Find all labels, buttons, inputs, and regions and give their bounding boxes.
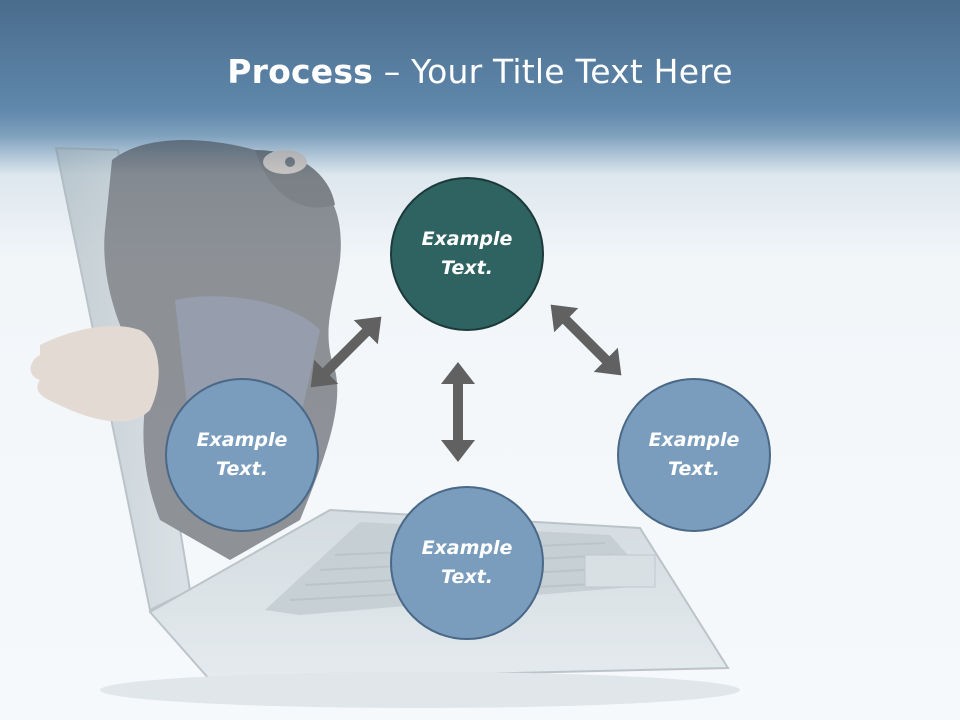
node-label-line1: Example	[196, 429, 288, 451]
node-label-line2: Text.	[216, 458, 268, 480]
node-label-line1: Example	[648, 429, 740, 451]
node-label-line1: Example	[421, 228, 513, 250]
node-label-line1: Example	[421, 537, 513, 559]
slide-title: Process – Your Title Text Here	[0, 52, 960, 91]
node-label-line2: Text.	[441, 566, 493, 588]
double-arrow-icon	[550, 304, 622, 376]
node-label-line2: Text.	[668, 458, 720, 480]
title-bold-part: Process	[227, 52, 374, 91]
double-arrow-icon	[441, 362, 475, 462]
double-arrow-icon	[310, 316, 382, 388]
node-label-line2: Text.	[441, 257, 493, 279]
title-regular-part: – Your Title Text Here	[373, 52, 733, 91]
